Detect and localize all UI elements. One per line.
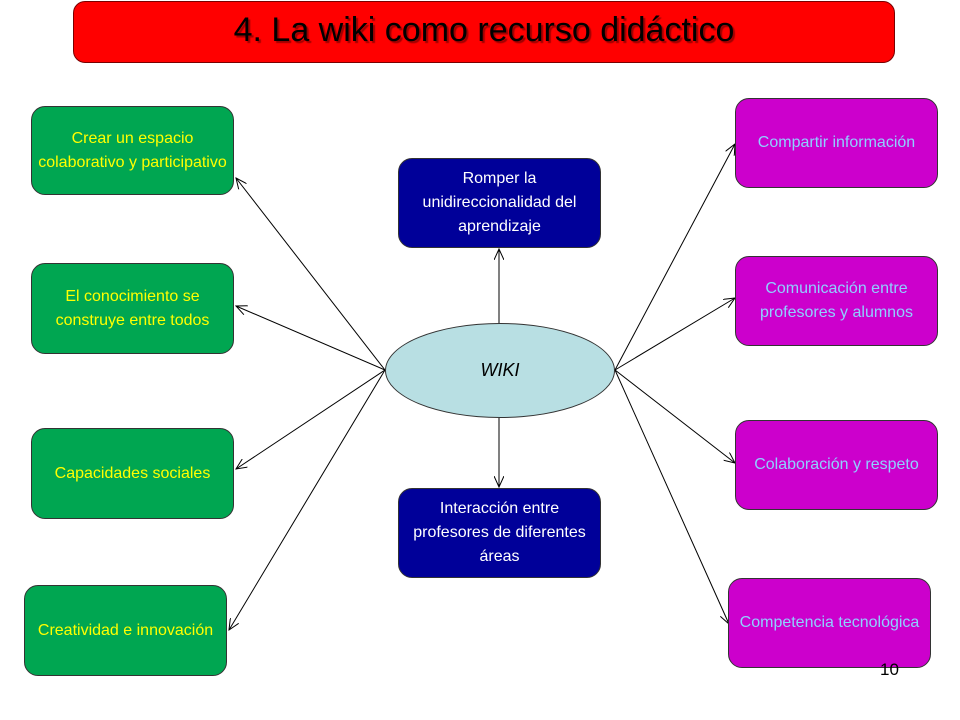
box-crear-espacio: Crear un espacio colaborativo y particip… [31, 106, 234, 195]
arrow-to-compartir [614, 144, 735, 371]
box-label: Compartir información [757, 134, 916, 151]
box-label: Comunicación entre profesores y alumnos [760, 280, 913, 321]
box-colaboracion: Colaboración y respeto [735, 420, 938, 510]
box-label: Interacción entre profesores de diferent… [413, 500, 586, 565]
box-label: Romper la unidireccionalidad del aprendi… [422, 170, 577, 235]
box-label: Competencia tecnológica [739, 614, 920, 631]
arrow-to-comunicacion [614, 298, 735, 371]
box-label: Colaboración y respeto [754, 456, 919, 473]
page-number: 10 [880, 660, 899, 679]
box-label: Capacidades sociales [54, 464, 211, 482]
box-label: Crear un espacio colaborativo y particip… [38, 129, 227, 171]
box-romper: Romper la unidireccionalidad del aprendi… [398, 158, 601, 248]
box-conocimiento: El conocimiento se construye entre todos [31, 263, 234, 354]
slide-title: 4. La wiki como recurso didáctico [233, 11, 735, 49]
box-label: El conocimiento se construye entre todos [55, 287, 210, 329]
arrow-to-creatividad [229, 369, 386, 630]
box-interaccion: Interacción entre profesores de diferent… [398, 488, 601, 578]
arrow-to-colaboracion [614, 369, 735, 463]
arrow-to-competencia [614, 369, 729, 624]
box-comunicacion: Comunicación entre profesores y alumnos [735, 256, 938, 346]
arrow-to-conocimiento [236, 306, 386, 371]
box-label: Creatividad e innovación [37, 621, 214, 639]
title-banner: 4. La wiki como recurso didáctico [73, 1, 895, 63]
wiki-node: WIKI [385, 323, 615, 418]
box-capacidades: Capacidades sociales [31, 428, 234, 519]
arrow-to-crear-espacio [236, 178, 386, 371]
arrow-to-capacidades [236, 369, 386, 469]
box-compartir: Compartir información [735, 98, 938, 188]
wiki-label: WIKI [480, 360, 520, 380]
box-competencia: Competencia tecnológica [728, 578, 931, 668]
box-creatividad: Creatividad e innovación [24, 585, 227, 676]
